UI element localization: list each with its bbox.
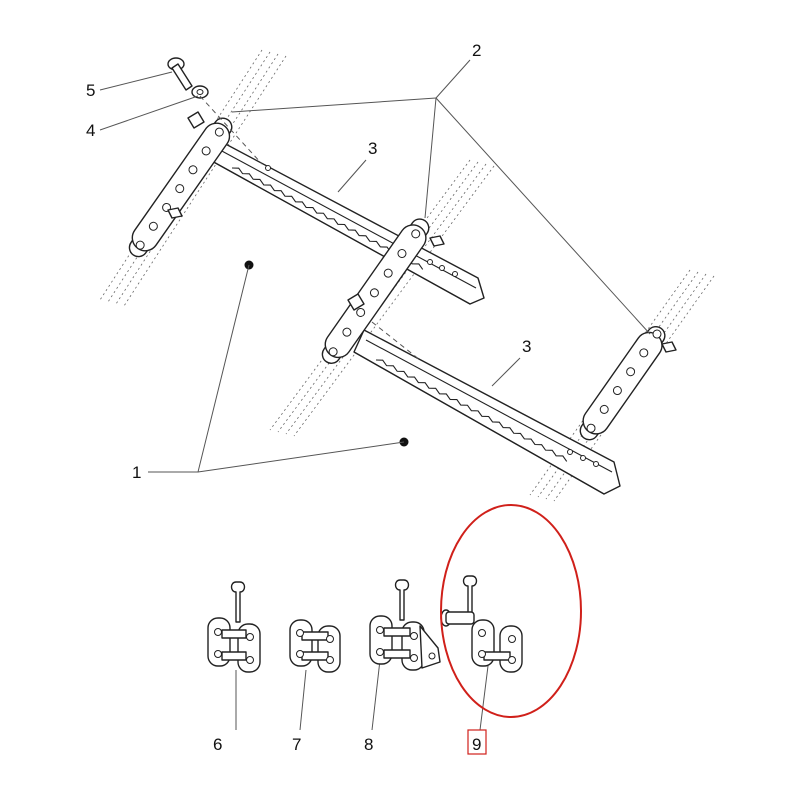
- chain-right: [579, 325, 677, 441]
- callout-3-lower: 3: [522, 337, 531, 356]
- bolt-part: [167, 57, 193, 91]
- callout-7: 7: [292, 735, 301, 754]
- attachment-link-8: [369, 579, 441, 671]
- half-link-9: [440, 575, 523, 673]
- callout-2: 2: [472, 41, 481, 60]
- leader-lines: [99, 59, 651, 731]
- callout-8: 8: [364, 735, 373, 754]
- callout-4: 4: [86, 121, 95, 140]
- highlight-ellipse: [440, 504, 582, 718]
- offset-link-7: [289, 619, 341, 673]
- callout-1: 1: [132, 463, 141, 482]
- slat-bar-lower: [353, 329, 621, 495]
- nut-part: [191, 85, 209, 99]
- callout-9-box: [467, 729, 487, 755]
- callout-3-upper: 3: [368, 139, 377, 158]
- chain-middle: [321, 218, 445, 364]
- chain-left: [128, 111, 233, 258]
- slat-bar-upper: [209, 139, 485, 305]
- callout-6: 6: [213, 735, 222, 754]
- callout-9: 9: [472, 735, 481, 754]
- callout-5: 5: [86, 81, 95, 100]
- connecting-link-6: [207, 581, 261, 673]
